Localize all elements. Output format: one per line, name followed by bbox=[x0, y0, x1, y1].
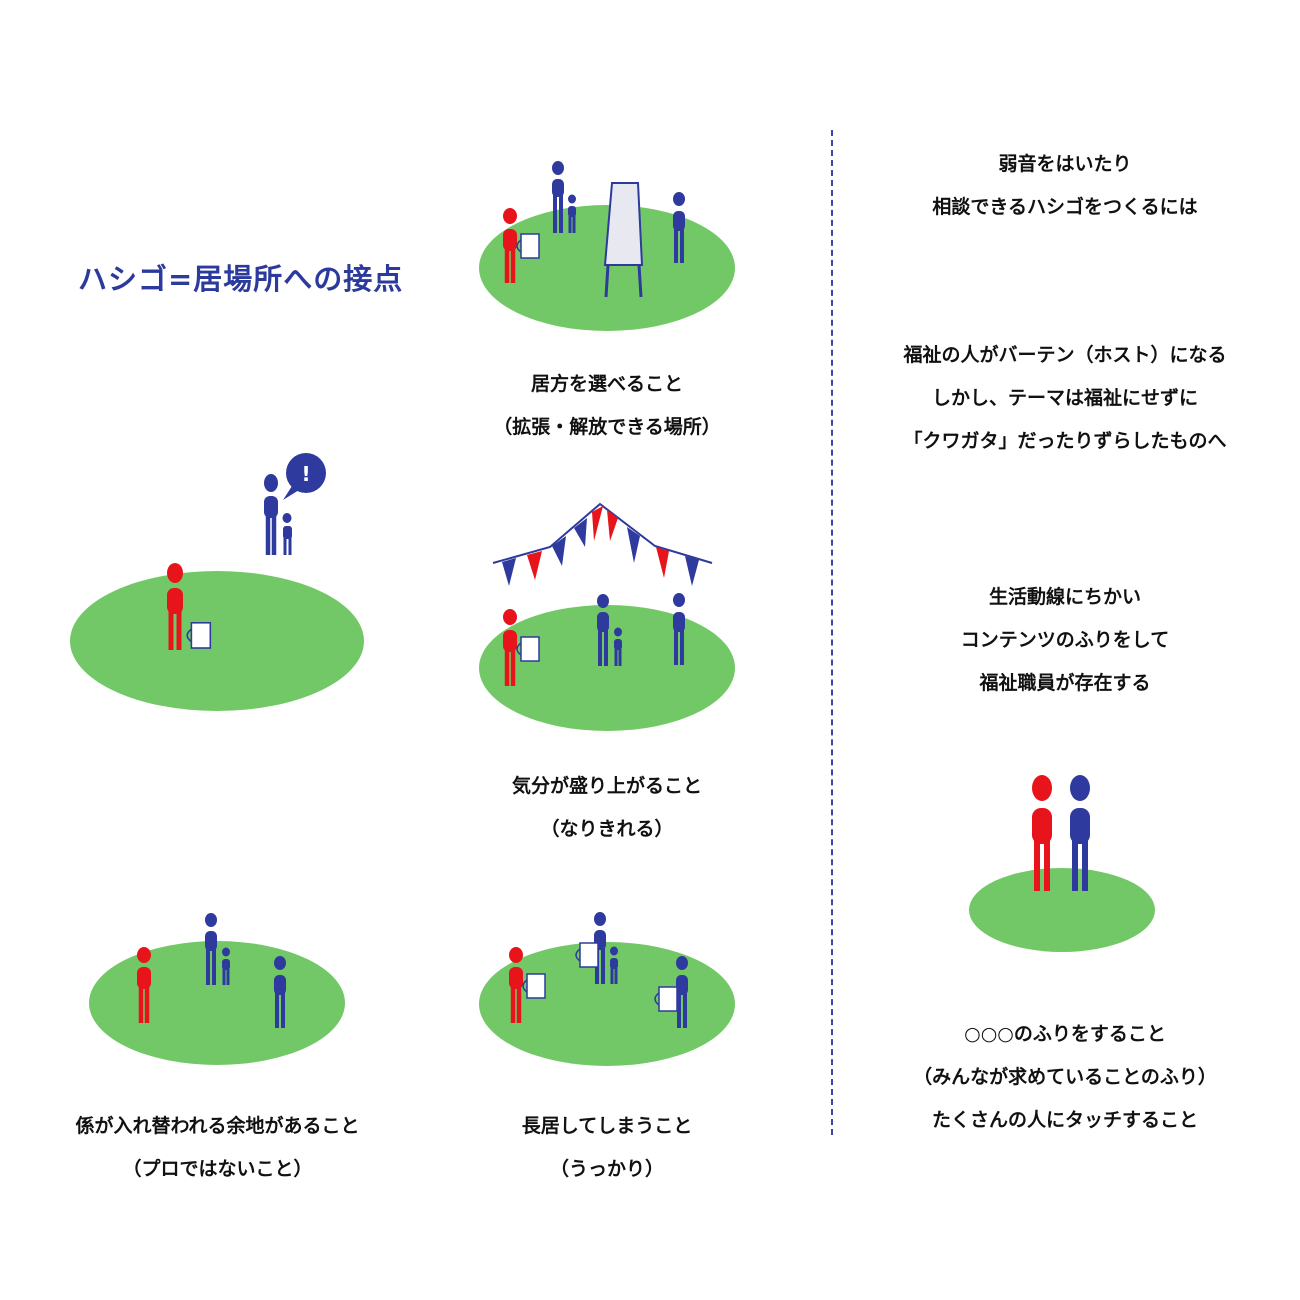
adult-person-icon bbox=[597, 594, 609, 666]
child-person-icon bbox=[568, 194, 576, 233]
speech-bubble-icon: ! bbox=[283, 453, 326, 500]
cup-icon bbox=[522, 973, 546, 999]
guest-person-icon bbox=[274, 956, 286, 1028]
scene-festival-flags bbox=[479, 502, 735, 731]
child-person-icon bbox=[282, 513, 292, 555]
grass-patch bbox=[70, 571, 364, 711]
right-point-daily-life: 生活動線にちかい コンテンツのふりをして 福祉職員が存在する bbox=[880, 576, 1250, 705]
heading-line: 相談できるハシゴをつくるには bbox=[932, 196, 1198, 218]
guest-person-icon bbox=[673, 192, 685, 263]
right-heading: 弱音をはいたり 相談できるハシゴをつくるには bbox=[880, 143, 1250, 229]
page-title: ハシゴ=居場所への接点 bbox=[78, 262, 404, 296]
child-person-icon bbox=[614, 627, 622, 666]
adult-person-icon bbox=[264, 474, 278, 555]
bunting-flags-icon bbox=[492, 502, 713, 586]
caption-line: ○○○のふりをすること bbox=[964, 1023, 1166, 1045]
point-line: 福祉職員が存在する bbox=[979, 672, 1151, 694]
caption-line: （拡張・解放できる場所） bbox=[493, 416, 721, 438]
point-line: 「クワガタ」だったりずらしたものへ bbox=[903, 430, 1227, 452]
scene-pretend-pair bbox=[969, 775, 1155, 952]
guest-person-icon bbox=[673, 593, 685, 665]
caption-line: （プロではないこと） bbox=[122, 1158, 313, 1180]
point-line: 福祉の人がバーテン（ホスト）になる bbox=[903, 344, 1227, 366]
scene-stay-long bbox=[479, 912, 735, 1066]
adult-person-icon bbox=[205, 913, 217, 985]
adult-person-icon bbox=[552, 161, 564, 233]
caption-line: （うっかり） bbox=[549, 1158, 664, 1180]
caption-line: 居方を選べること bbox=[530, 373, 683, 395]
exclamation-mark: ! bbox=[301, 462, 310, 486]
guest-person-icon bbox=[1070, 775, 1090, 891]
cup-icon bbox=[575, 942, 599, 968]
host-person-icon bbox=[1032, 775, 1052, 891]
host-person-icon bbox=[503, 208, 517, 283]
scene-role-swap bbox=[89, 913, 345, 1065]
caption-line: （みんなが求めていることのふり） bbox=[913, 1066, 1217, 1088]
caption-line: （なりきれる） bbox=[540, 818, 674, 840]
caption-line: 気分が盛り上がること bbox=[511, 775, 702, 797]
right-point-host: 福祉の人がバーテン（ホスト）になる しかし、テーマは福祉にせずに 「クワガタ」だ… bbox=[880, 334, 1250, 463]
host-person-icon bbox=[167, 563, 183, 650]
host-person-icon bbox=[509, 947, 523, 1023]
caption-choose-place: 居方を選べること （拡張・解放できる場所） bbox=[457, 363, 757, 449]
heading-line: 弱音をはいたり bbox=[998, 153, 1132, 175]
caption-line: 長居してしまうこと bbox=[521, 1115, 693, 1137]
scene-contact-point: ! bbox=[70, 453, 364, 711]
cup-icon bbox=[654, 986, 678, 1012]
point-line: コンテンツのふりをして bbox=[960, 629, 1170, 651]
caption-excitement: 気分が盛り上がること （なりきれる） bbox=[457, 765, 757, 851]
grass-patch bbox=[89, 941, 345, 1065]
host-person-icon bbox=[137, 947, 151, 1023]
grass-patch bbox=[969, 868, 1155, 952]
caption-line: たくさんの人にタッチすること bbox=[931, 1109, 1198, 1131]
point-line: 生活動線にちかい bbox=[988, 586, 1141, 608]
cup-icon bbox=[516, 636, 540, 662]
caption-roles-swap: 係が入れ替われる余地があること （プロではないこと） bbox=[55, 1105, 380, 1191]
scene-whiteboard bbox=[479, 161, 735, 331]
caption-pretend: ○○○のふりをすること （みんなが求めていることのふり） たくさんの人にタッチす… bbox=[880, 1013, 1250, 1142]
grass-patch bbox=[479, 942, 735, 1066]
child-person-icon bbox=[610, 946, 618, 984]
dashed-divider bbox=[831, 130, 833, 1135]
whiteboard-icon bbox=[603, 182, 644, 298]
host-person-icon bbox=[503, 609, 517, 686]
cup-icon bbox=[516, 233, 540, 259]
grass-patch bbox=[479, 605, 735, 731]
caption-stay-long: 長居してしまうこと （うっかり） bbox=[457, 1105, 757, 1191]
point-line: しかし、テーマは福祉にせずに bbox=[931, 387, 1198, 409]
cup-icon bbox=[186, 622, 212, 649]
caption-line: 係が入れ替われる余地があること bbox=[75, 1115, 360, 1137]
child-person-icon bbox=[222, 947, 230, 985]
guest-person-icon bbox=[676, 956, 688, 1028]
